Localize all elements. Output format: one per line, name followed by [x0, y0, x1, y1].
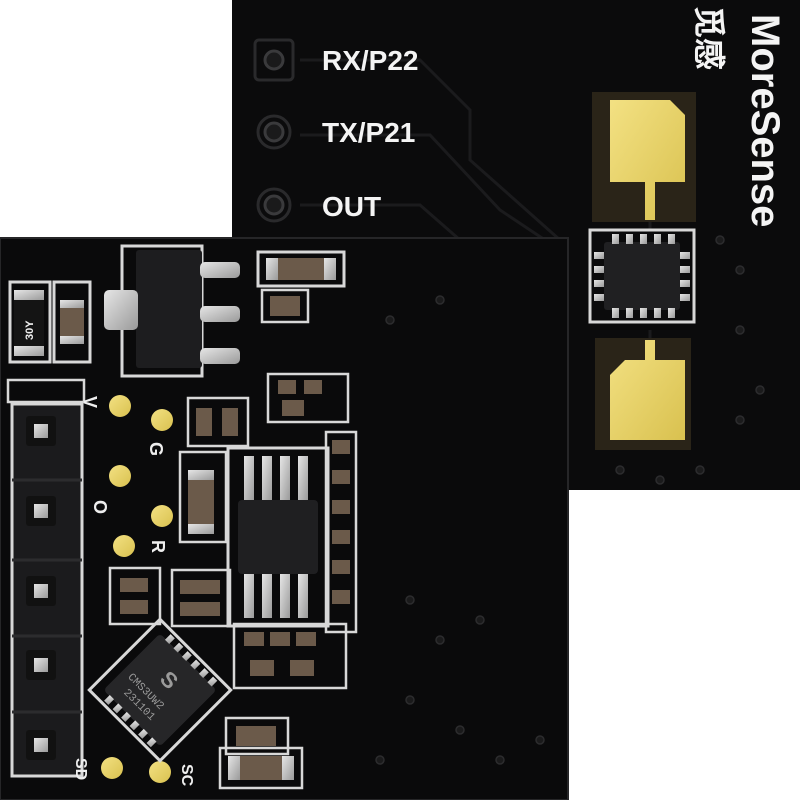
capacitor-small-1: [260, 288, 310, 324]
qfn-chip: S CMS3UW2 231101: [87, 617, 233, 763]
smd-components: [108, 372, 358, 790]
voltage-regulator: [104, 244, 240, 378]
pin-header: [6, 378, 86, 778]
header-pin: [26, 416, 56, 446]
back-pin-pad-rx: [253, 38, 295, 82]
header-pin: [26, 730, 56, 760]
front-vias: [375, 295, 545, 765]
header-pin: [26, 576, 56, 606]
capacitor-top: [256, 250, 346, 288]
test-pads: [101, 395, 173, 783]
capacitor-left: [52, 280, 92, 364]
pin-label-v: V: [80, 396, 100, 408]
brand-logo-chinese: 觅感: [691, 6, 727, 70]
header-pin: [26, 650, 56, 680]
smd-terminals: [188, 470, 294, 780]
header-pin: [26, 496, 56, 526]
antenna-pad-bottom: [595, 338, 691, 450]
resistor-marking: 30Y: [24, 320, 36, 340]
back-pin-label-tx: TX/P21: [322, 117, 415, 148]
pin-label-g: G: [146, 442, 166, 456]
soic-chip: [226, 446, 330, 628]
pin-label-sd: SD: [72, 758, 89, 780]
antenna-pad-top: [592, 92, 696, 222]
back-board-traces: [300, 58, 652, 350]
pin-label-r: R: [148, 540, 168, 553]
back-pin-pad-tx: [256, 114, 292, 150]
brand-logo-text: MoreSense: [743, 14, 787, 227]
resistor-30y: 30Y: [8, 280, 52, 364]
pin-label-o: O: [90, 500, 110, 514]
radar-chip: [588, 228, 696, 324]
back-pin-label-out: OUT: [322, 191, 381, 222]
back-pin-pad-out: [256, 187, 292, 223]
pin-label-sc: SC: [178, 764, 195, 787]
front-board: 30Y: [0, 237, 569, 800]
back-pin-label-rx: RX/P22: [322, 45, 419, 76]
